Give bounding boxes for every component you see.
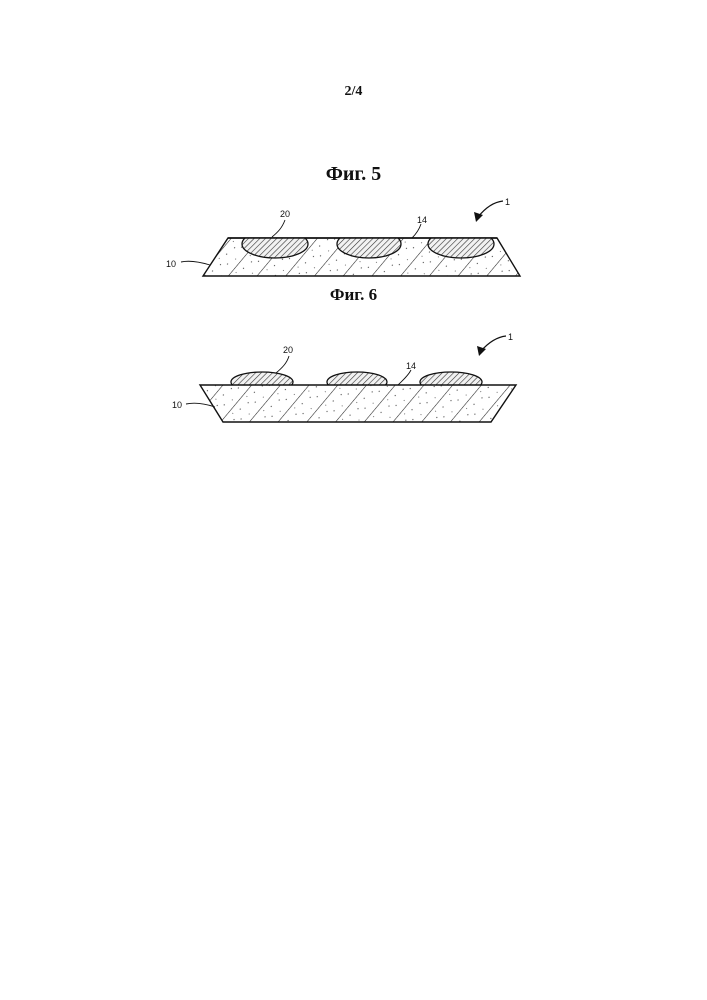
leader-14-fig6 — [398, 370, 411, 385]
label-14-fig6: 14 — [406, 361, 416, 371]
inclusion-20-fig5-c — [428, 230, 494, 258]
leader-20-fig5 — [272, 220, 285, 237]
figure-5-drawing: 20 14 10 1 — [166, 197, 520, 276]
label-20-fig6: 20 — [283, 345, 293, 355]
label-1-fig5: 1 — [505, 197, 510, 207]
substrate-10-fig6 — [200, 385, 516, 422]
leader-10-fig5 — [181, 261, 210, 265]
label-1-fig6: 1 — [508, 332, 513, 342]
figure-6-drawing: 20 14 10 1 — [172, 332, 516, 422]
leader-14-fig5 — [412, 224, 421, 238]
label-14-fig5: 14 — [417, 215, 427, 225]
label-10-fig6: 10 — [172, 400, 182, 410]
leader-10-fig6 — [186, 403, 215, 407]
leader-20-fig6 — [276, 356, 289, 373]
label-20-fig5: 20 — [280, 209, 290, 219]
inclusion-20-fig5-b — [337, 230, 401, 258]
label-10-fig5: 10 — [166, 259, 176, 269]
